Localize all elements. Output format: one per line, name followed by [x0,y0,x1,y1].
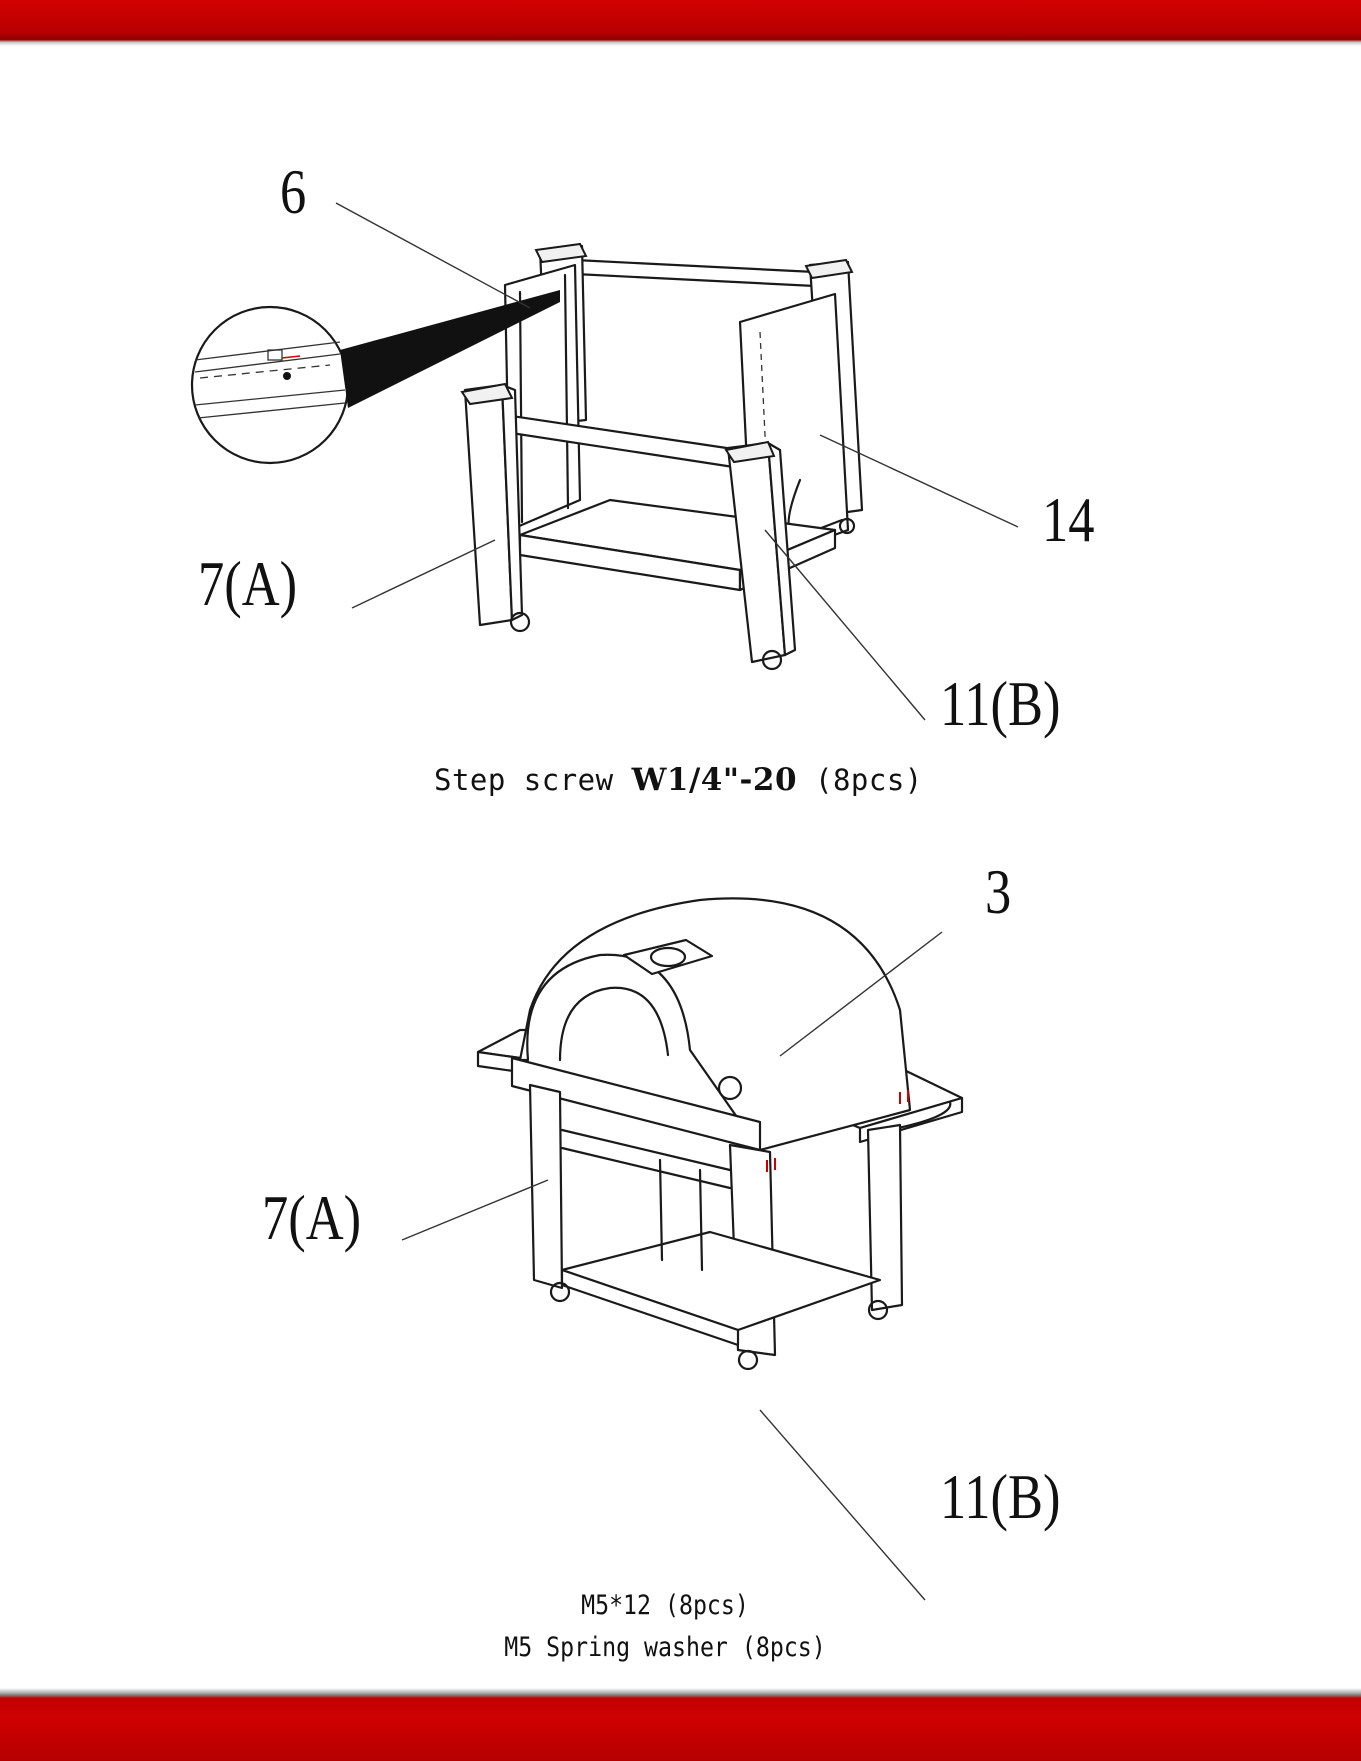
bottom-red-band [0,1688,1361,1761]
figure-oven-on-cart: 3 7(A) 11(B) M5*12 (8pcs) M5 Spring wash… [0,860,1361,1680]
figure2-caption-washer: M5 Spring washer (8pcs) [472,1632,859,1663]
callout-part-11b: 11(B) [940,1465,1060,1529]
callout-part-6: 6 [280,160,306,224]
callout-part-11b: 11(B) [940,672,1060,736]
caption-screw-size: W1/4"-20 [632,762,797,798]
oven-cart-drawing [0,860,1361,1680]
caption-prefix: Step screw [434,763,614,797]
figure-frame-assembly: 6 14 7(A) 11(B) Step screw W1/4"-20 (8pc… [0,60,1361,800]
callout-part-7a: 7(A) [198,552,297,616]
callout-part-14: 14 [1042,488,1094,552]
figure2-caption-bolt: M5*12 (8pcs) [472,1590,859,1621]
frame-assembly-drawing [0,60,1361,800]
callout-part-3: 3 [985,860,1011,924]
caption-quantity: (8pcs) [815,763,923,797]
top-red-band [0,0,1361,46]
callout-part-7a: 7(A) [262,1186,361,1250]
figure1-caption: Step screw W1/4"-20 (8pcs) [434,762,923,798]
